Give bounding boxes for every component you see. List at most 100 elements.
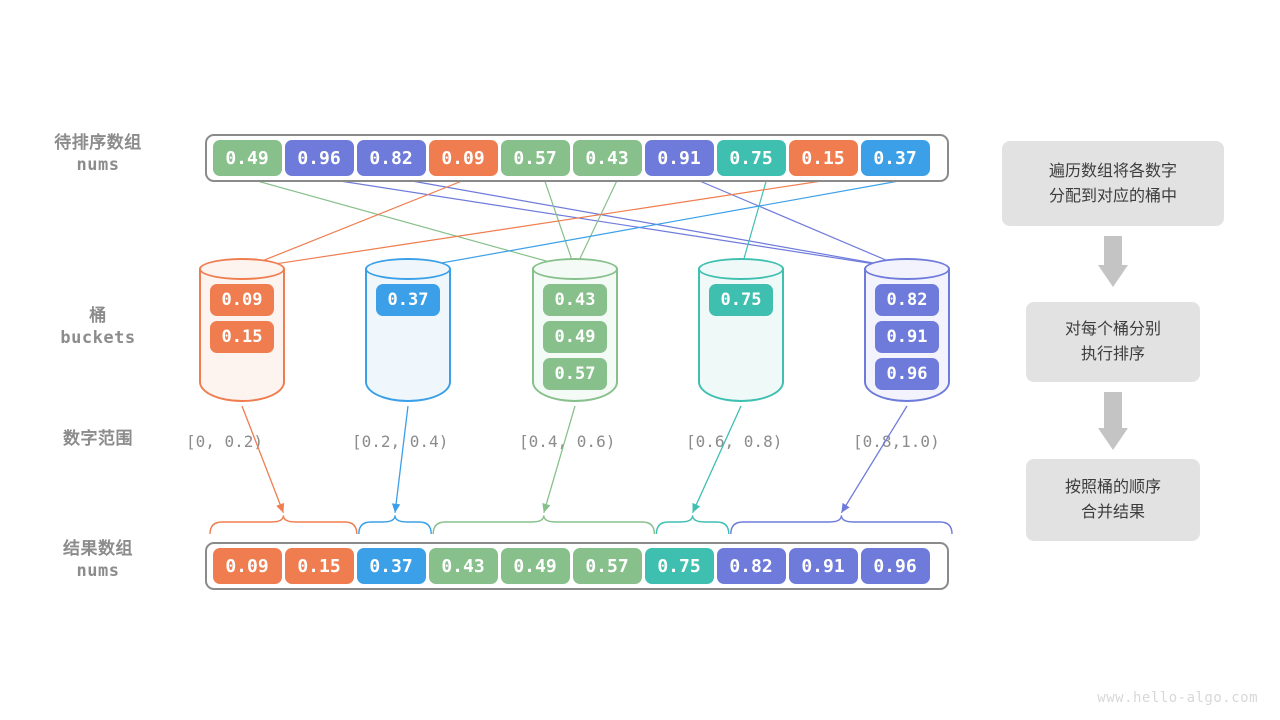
distribute-line — [692, 177, 908, 270]
label-result-array-en: nums — [76, 561, 120, 582]
input-array-cell: 0.43 — [572, 140, 642, 176]
merge-brace — [655, 515, 730, 535]
merge-arrow-line — [241, 405, 285, 514]
input-array-cell: 0.09 — [428, 140, 498, 176]
step-text-line1: 对每个桶分别 — [1064, 319, 1161, 339]
input-array-cell: 0.82 — [356, 140, 426, 176]
merge-arrowhead — [841, 502, 850, 513]
label-buckets: 桶 buckets — [18, 305, 178, 349]
input-array-cell: 0.37 — [860, 140, 930, 176]
bucket-lid — [864, 258, 950, 280]
distribute-line — [740, 177, 768, 270]
step-box: 对每个桶分别执行排序 — [1026, 302, 1200, 382]
bucket-cell: 0.43 — [543, 284, 607, 316]
label-buckets-cn: 桶 — [89, 306, 107, 326]
input-array-cell: 0.49 — [212, 140, 282, 176]
merge-arrowhead — [276, 502, 285, 513]
label-number-range-cn: 数字范围 — [63, 429, 133, 449]
bucket-cell: 0.91 — [875, 321, 939, 353]
distribute-line — [320, 177, 908, 270]
bucket-lid — [199, 258, 285, 280]
result-array-cell: 0.43 — [428, 548, 498, 584]
distribute-line — [407, 177, 916, 270]
label-input-array: 待排序数组 nums — [18, 132, 178, 176]
step-down-arrow-icon — [1098, 392, 1128, 450]
result-array-cell: 0.75 — [644, 548, 714, 584]
result-array-cell: 0.15 — [284, 548, 354, 584]
merge-brace — [358, 515, 432, 535]
bucket-range-label: [0, 0.2) — [186, 432, 264, 451]
bucket-range-label: [0.4, 0.6) — [519, 432, 616, 451]
step-text-line1: 按照桶的顺序 — [1064, 477, 1161, 497]
result-array-cell: 0.91 — [788, 548, 858, 584]
input-array-cell: 0.96 — [284, 140, 354, 176]
merge-arrowhead — [542, 502, 551, 513]
step-text-line2: 合并结果 — [1080, 502, 1145, 521]
merge-arrow-line — [692, 405, 742, 514]
bucket-cell: 0.09 — [210, 284, 274, 316]
distribute-line — [543, 177, 576, 270]
label-input-array-cn: 待排序数组 — [54, 133, 142, 153]
step-text-line2: 分配到对应的桶中 — [1048, 185, 1177, 205]
merge-brace — [730, 515, 953, 535]
label-result-array-cn: 结果数组 — [63, 539, 133, 559]
bucket: 0.37 — [365, 258, 451, 402]
distribute-line — [246, 177, 576, 270]
result-array-cell: 0.82 — [716, 548, 786, 584]
input-array-cell: 0.15 — [788, 140, 858, 176]
label-buckets-en: buckets — [60, 328, 136, 349]
bucket-range-label: [0.2, 0.4) — [352, 432, 449, 451]
bucket: 0.09 0.15 — [199, 258, 285, 402]
bucket-items: 0.09 0.15 — [199, 284, 285, 353]
input-array-cell: 0.57 — [500, 140, 570, 176]
result-array-cell: 0.37 — [356, 548, 426, 584]
distribute-line — [241, 177, 842, 270]
merge-arrowhead — [391, 503, 401, 513]
merge-arrow-line — [543, 405, 576, 513]
label-number-range: 数字范围 — [18, 428, 178, 450]
bucket-cell: 0.96 — [875, 358, 939, 390]
result-array-cell: 0.09 — [212, 548, 282, 584]
bucket: 0.82 0.91 0.96 — [864, 258, 950, 402]
bucket-lid — [365, 258, 451, 280]
bucket-cell: 0.57 — [543, 358, 607, 390]
bucket-cell: 0.15 — [210, 321, 274, 353]
distribute-line — [574, 177, 619, 270]
merge-arrowhead — [692, 502, 701, 513]
label-input-array-en: nums — [76, 155, 120, 176]
merge-arrow-line — [394, 405, 409, 513]
step-text-line2: 执行排序 — [1080, 344, 1145, 363]
bucket-cell: 0.82 — [875, 284, 939, 316]
bucket-items: 0.43 0.49 0.57 — [532, 284, 618, 390]
step-text-line1: 遍历数组将各数字 — [1048, 160, 1177, 180]
bucket: 0.43 0.49 0.57 — [532, 258, 618, 402]
bucket-lid — [698, 258, 784, 280]
bucket-items: 0.75 — [698, 284, 784, 316]
result-array-cell: 0.96 — [860, 548, 930, 584]
step-box: 按照桶的顺序合并结果 — [1026, 459, 1200, 541]
step-box: 遍历数组将各数字分配到对应的桶中 — [1002, 141, 1224, 226]
input-array-cell: 0.91 — [644, 140, 714, 176]
bucket-cell: 0.37 — [376, 284, 440, 316]
bucket-cell: 0.75 — [709, 284, 773, 316]
bucket-items: 0.37 — [365, 284, 451, 316]
result-array-cell: 0.57 — [572, 548, 642, 584]
bucket: 0.75 — [698, 258, 784, 402]
bucket-lid — [532, 258, 618, 280]
label-result-array: 结果数组 nums — [18, 538, 178, 582]
distribute-line — [394, 177, 908, 270]
step-down-arrow-icon — [1098, 236, 1128, 287]
input-array-cell: 0.75 — [716, 140, 786, 176]
merge-brace — [432, 515, 656, 535]
bucket-range-label: [0.8,1.0) — [853, 432, 940, 451]
bucket-cell: 0.49 — [543, 321, 607, 353]
distribute-line — [241, 177, 470, 270]
result-array-cell: 0.49 — [500, 548, 570, 584]
bucket-range-label: [0.6, 0.8) — [686, 432, 783, 451]
bucket-items: 0.82 0.91 0.96 — [864, 284, 950, 390]
watermark: www.hello-algo.com — [1097, 690, 1258, 706]
merge-brace — [209, 515, 358, 535]
